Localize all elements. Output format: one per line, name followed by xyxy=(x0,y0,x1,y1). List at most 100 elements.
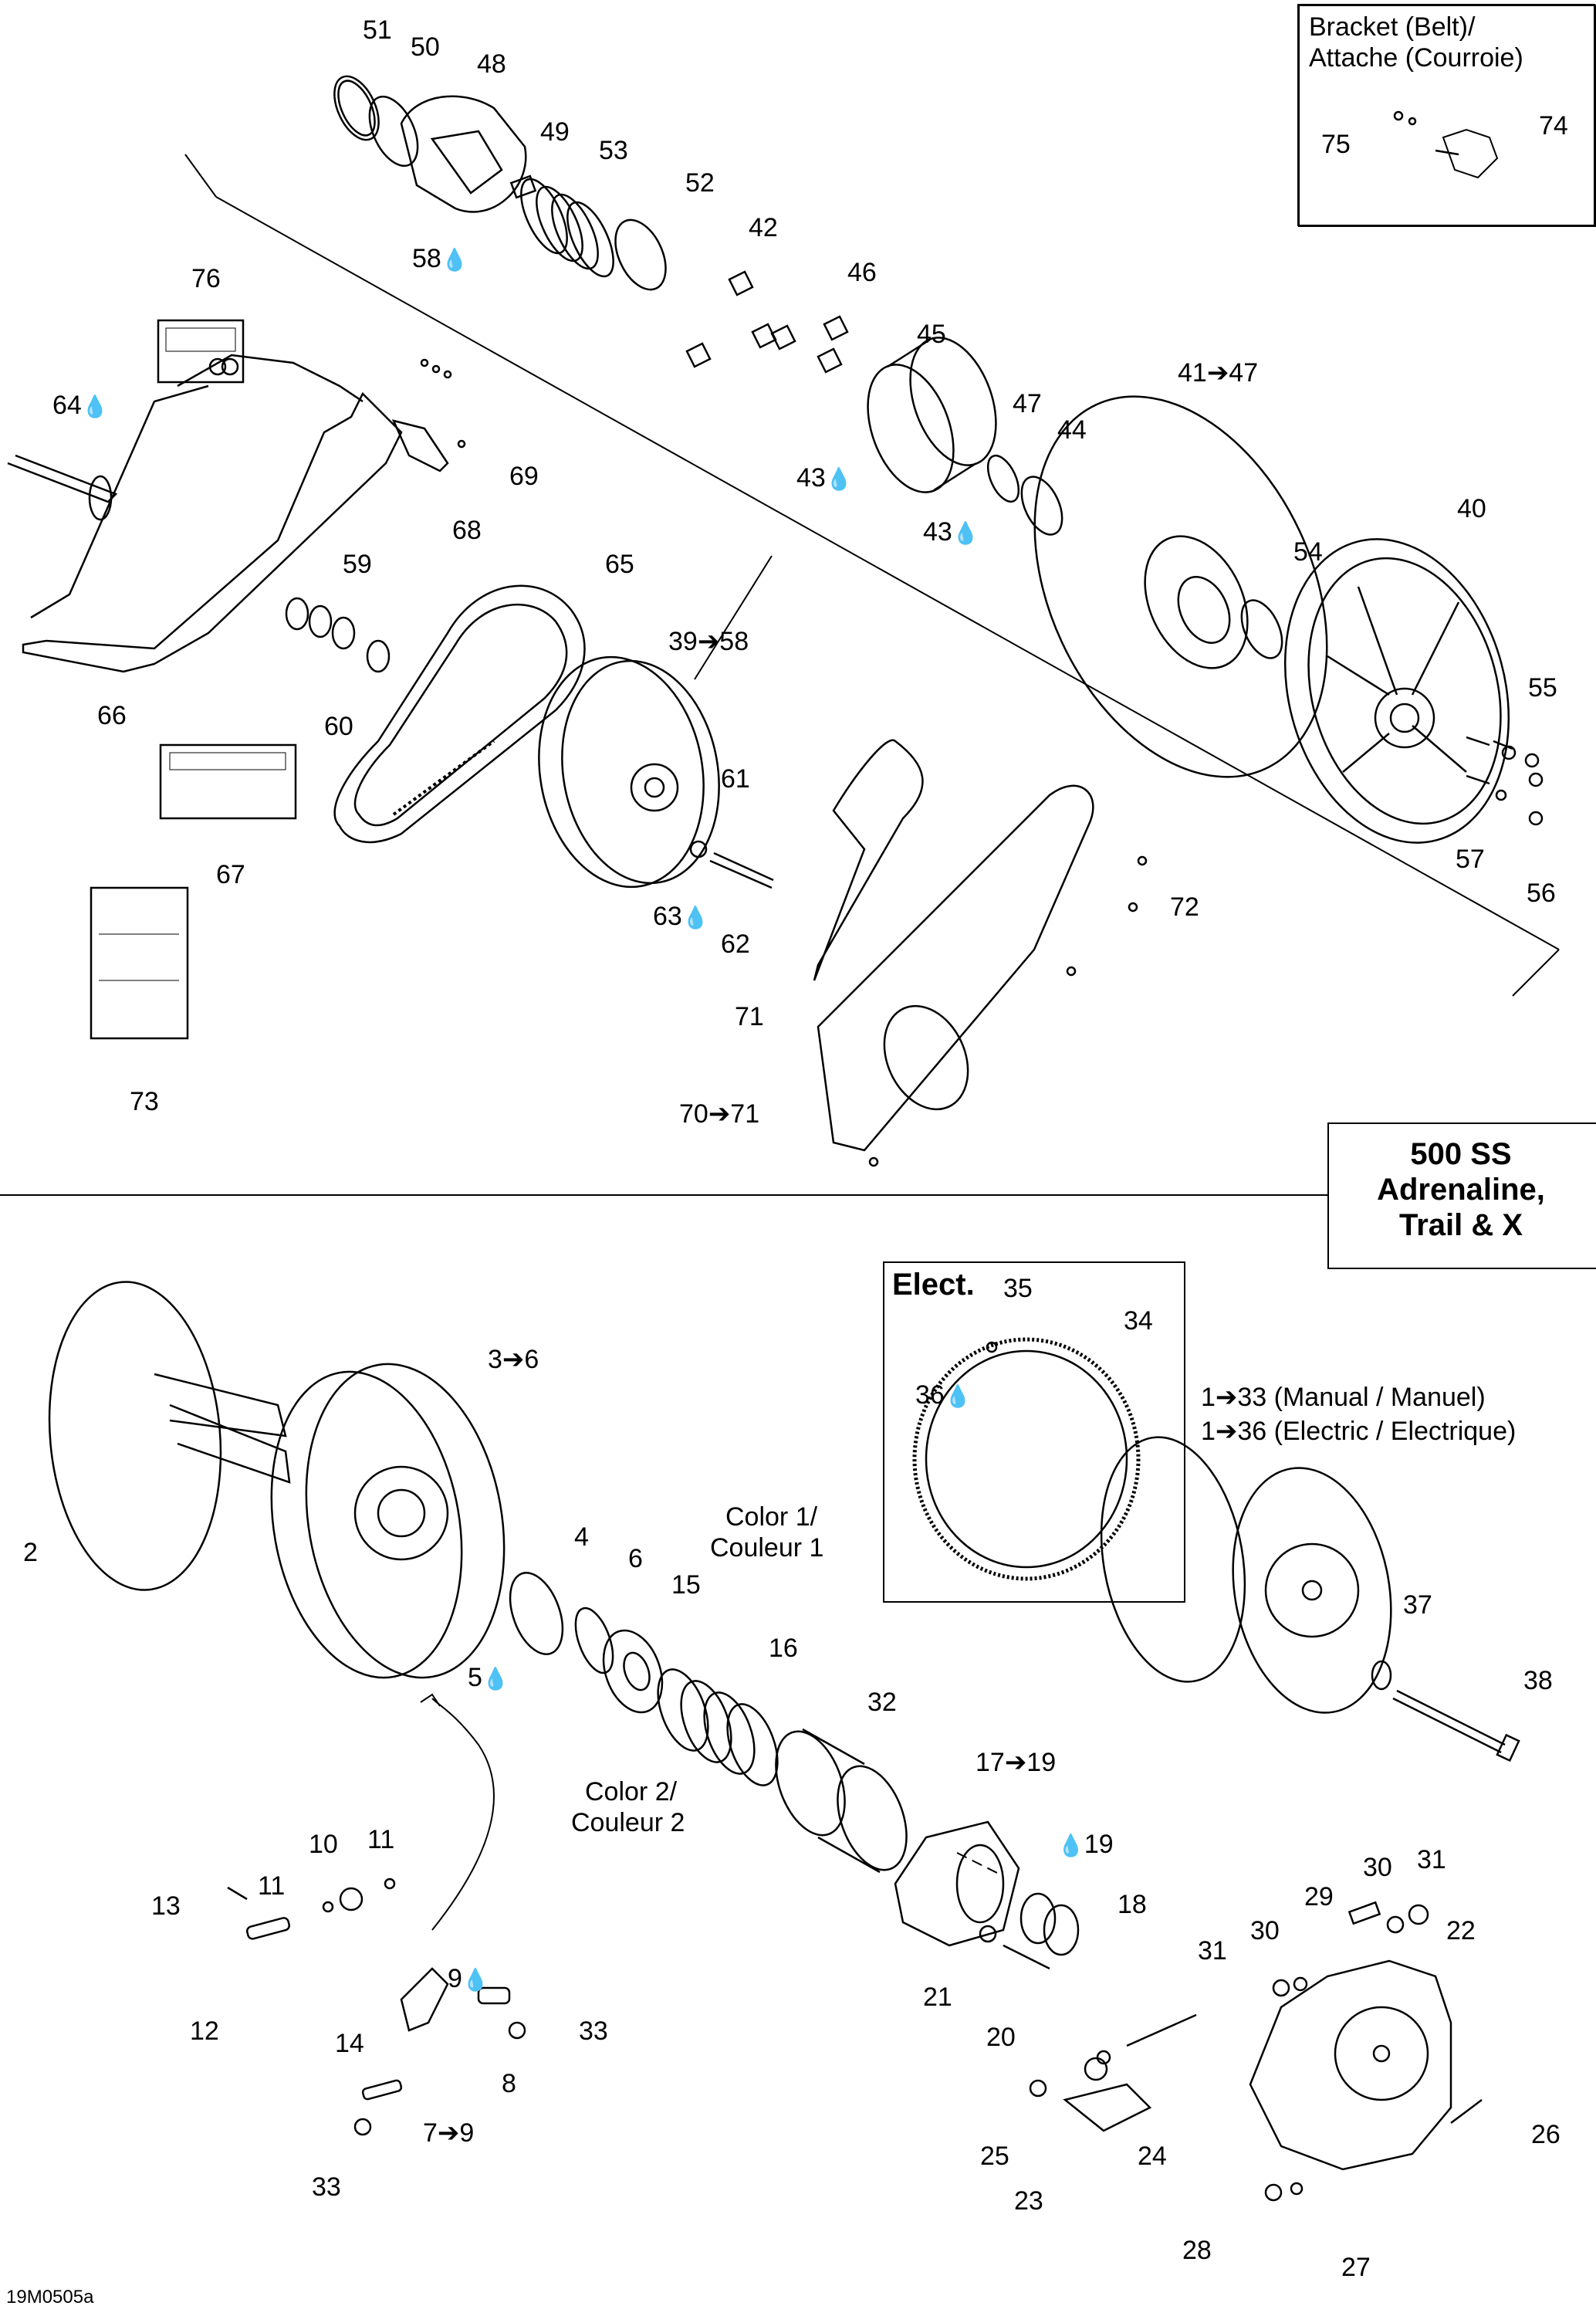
callout-10: 10 xyxy=(309,1830,338,1859)
callout-22: 22 xyxy=(1446,1916,1476,1945)
callout-5-number: 5 xyxy=(468,1663,482,1692)
callout-43b-number: 43 xyxy=(923,517,952,547)
sliding-sheave-3 xyxy=(270,1363,506,1679)
lubricant-drop-icon: 💧 xyxy=(482,1667,509,1691)
belt-guard-retainer-68 xyxy=(391,358,466,472)
callout-17-19: 17➔19 xyxy=(976,1748,1057,1777)
governor-22 xyxy=(1249,1901,1452,2171)
callout-21: 21 xyxy=(923,1982,952,2012)
model-box-line1: 500 SS xyxy=(1410,1137,1512,1171)
callout-43a: 43💧 xyxy=(796,465,853,493)
driven-pulley-40 xyxy=(1283,538,1510,844)
callout-23: 23 xyxy=(1014,2186,1043,2216)
lubricant-drop-icon: 💧 xyxy=(944,1384,972,1408)
callout-64: 64💧 xyxy=(52,392,109,420)
callout-24: 24 xyxy=(1138,2142,1167,2171)
callout-58-number: 58 xyxy=(412,244,441,273)
callout-46: 46 xyxy=(847,258,877,287)
callout-54: 54 xyxy=(1293,537,1323,567)
fixed-sheave-2 xyxy=(48,1281,291,1591)
callout-37: 37 xyxy=(1403,1590,1432,1620)
hardware-55-57 xyxy=(1466,736,1544,826)
callout-66: 66 xyxy=(97,701,127,730)
callout-33b: 33 xyxy=(312,2172,341,2202)
callout-60: 60 xyxy=(324,712,353,741)
callout-25: 25 xyxy=(980,2142,1009,2171)
retaining-ring-51 xyxy=(333,75,380,141)
range-electric: 1➔36 (Electric / Electrique) xyxy=(1201,1417,1517,1446)
lubricant-drop-icon: 💧 xyxy=(441,248,468,272)
callout-44: 44 xyxy=(1057,415,1087,445)
callout-65: 65 xyxy=(605,550,634,579)
assembly-guide-lines xyxy=(0,154,1560,1877)
ring-47 xyxy=(986,454,1020,503)
cam-48 xyxy=(400,95,527,213)
washers-59 xyxy=(285,597,391,673)
callout-14: 14 xyxy=(335,2029,364,2058)
callout-36-number: 36 xyxy=(915,1380,945,1410)
callout-56: 56 xyxy=(1527,879,1556,908)
callout-15: 15 xyxy=(671,1570,701,1600)
color2-line2: Couleur 2 xyxy=(571,1808,685,1837)
callout-7-9: 7➔9 xyxy=(423,2118,475,2148)
lubricant-drop-icon: 💧 xyxy=(825,467,853,491)
callout-76: 76 xyxy=(191,264,221,293)
callout-70-71: 70➔71 xyxy=(679,1099,760,1129)
callout-8: 8 xyxy=(502,2069,516,2098)
callout-31a: 31 xyxy=(1417,1845,1446,1874)
bracket-box xyxy=(1298,5,1596,227)
ring-gear-34 xyxy=(912,1337,1141,1581)
callout-59: 59 xyxy=(343,550,372,579)
callout-40: 40 xyxy=(1457,494,1486,523)
bushing-45 xyxy=(867,337,997,493)
shaft-64 xyxy=(7,454,118,521)
callout-19-number: 19 xyxy=(1084,1830,1114,1859)
color1-line1: Color 1/ xyxy=(725,1502,818,1532)
washer-50 xyxy=(368,95,419,168)
callout-75: 75 xyxy=(1321,130,1351,159)
callout-26: 26 xyxy=(1531,2120,1560,2149)
belt-bracket-part xyxy=(1393,110,1499,179)
color2-line1: Color 2/ xyxy=(585,1777,678,1806)
callout-16: 16 xyxy=(769,1634,798,1663)
callout-68: 68 xyxy=(452,516,482,545)
drawing-code: 19M0505a xyxy=(6,2287,94,2308)
callout-32: 32 xyxy=(867,1688,897,1717)
callout-36: 36💧 xyxy=(915,1382,972,1410)
callout-18: 18 xyxy=(1118,1890,1147,1919)
drive-belt-65 xyxy=(333,584,586,844)
pin-rollers-8-14 xyxy=(227,1878,526,2136)
lubricant-drop-icon: 💧 xyxy=(81,394,109,418)
pulley-cover-70 xyxy=(817,784,1148,1167)
callout-72: 72 xyxy=(1170,892,1199,922)
slider-49 xyxy=(509,174,537,199)
washer-37 xyxy=(1371,1660,1392,1691)
callout-34: 34 xyxy=(1124,1306,1153,1336)
bracket-box-title-line2: Attache (Courroie) xyxy=(1309,43,1523,73)
bolt-62-washer-61 xyxy=(689,840,774,889)
spider-17 xyxy=(894,1820,1020,1947)
callout-47: 47 xyxy=(1013,389,1042,418)
callout-3-6: 3➔6 xyxy=(488,1345,539,1374)
ring-6 xyxy=(574,1607,614,1674)
lubricant-drop-icon: 💧 xyxy=(1057,1834,1084,1857)
callout-6: 6 xyxy=(628,1544,643,1573)
callout-73: 73 xyxy=(130,1087,159,1116)
guard-label-76 xyxy=(157,319,245,384)
bolt-26-nut-28 xyxy=(1264,2099,1483,2202)
o-ring-52 xyxy=(614,218,667,291)
screw-20-washer-21 xyxy=(979,1925,1050,1970)
color1-line2: Couleur 1 xyxy=(710,1533,824,1563)
callout-63-number: 63 xyxy=(653,902,682,931)
washer-54 xyxy=(1240,599,1283,659)
bushing-18 xyxy=(1019,1892,1080,1956)
lubricant-drop-icon: 💧 xyxy=(952,521,979,545)
callout-52: 52 xyxy=(685,168,715,198)
callout-45: 45 xyxy=(917,320,946,349)
elect-box-title: Elect. xyxy=(892,1268,975,1302)
callout-4: 4 xyxy=(574,1522,589,1552)
lubricant-drop-icon: 💧 xyxy=(681,906,709,929)
sliding-half-41 xyxy=(1033,395,1328,778)
screws-42-46 xyxy=(685,270,849,374)
callout-2: 2 xyxy=(23,1538,38,1567)
